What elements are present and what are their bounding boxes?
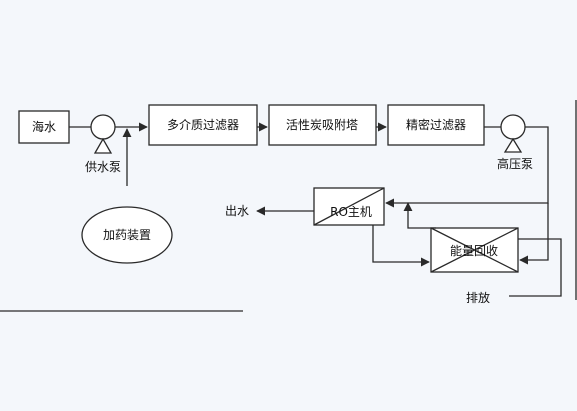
seawater-label: 海水 <box>31 120 57 134</box>
ro-membrane-diagonal <box>313 187 385 226</box>
supply-pump-icon <box>90 114 116 154</box>
high-pressure-pump-label: 高压泵 <box>496 157 534 171</box>
dosing-device-label: 加药装置 <box>102 228 152 242</box>
precision-filter-box <box>387 104 485 146</box>
seawater-box <box>18 110 70 144</box>
supply-pump-label: 供水泵 <box>84 160 122 174</box>
dosing-device-ellipse <box>81 206 173 264</box>
discharge-label: 排放 <box>465 291 491 305</box>
high-pressure-pump-icon <box>500 114 526 153</box>
activated-carbon-tower-label: 活性炭吸附塔 <box>285 118 359 132</box>
precision-filter-label: 精密过滤器 <box>405 118 467 132</box>
product-water-label: 出水 <box>224 204 250 218</box>
energy-recovery-bowtie <box>430 227 519 273</box>
activated-carbon-tower-box <box>268 104 377 146</box>
multimedia-filter-box <box>148 104 258 146</box>
energy-recovery-label: 能量回收 <box>449 244 499 258</box>
multimedia-filter-label: 多介质过滤器 <box>166 118 240 132</box>
ro-main-unit-label: RO主机 <box>330 205 372 219</box>
